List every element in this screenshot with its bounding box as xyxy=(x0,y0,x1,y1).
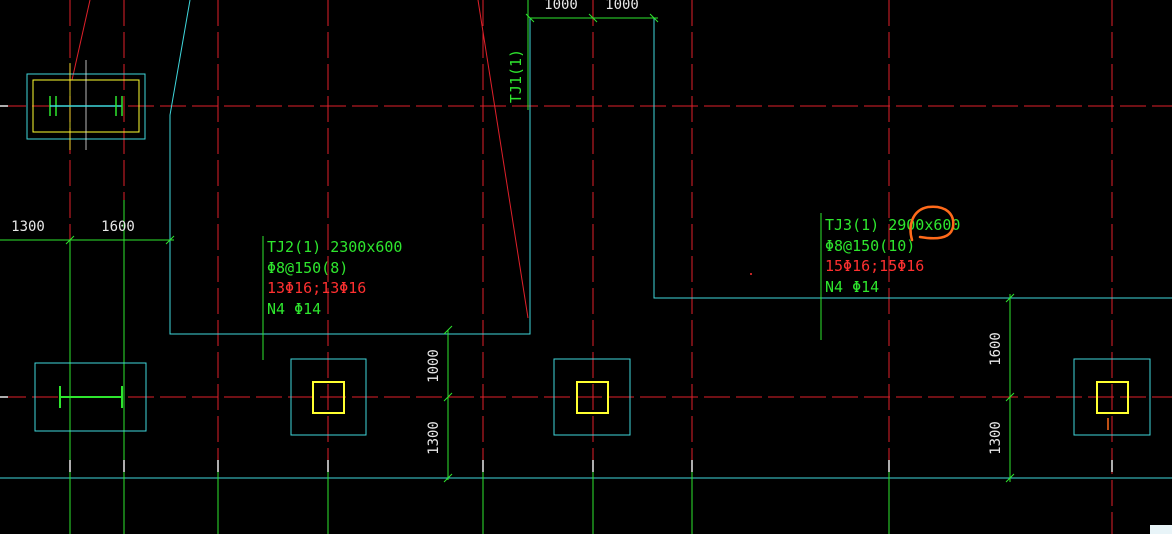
tj2-rebar: 13Φ16;13Φ16 xyxy=(267,279,366,297)
pile-cap-2[interactable] xyxy=(553,358,631,436)
tj3-side: N4 Φ14 xyxy=(825,278,879,296)
white-grid-ticks xyxy=(0,105,1113,472)
dim-tick-left-2 xyxy=(165,235,175,245)
tj1-label[interactable]: TJ1(1) xyxy=(507,49,525,103)
h-section-icon xyxy=(49,96,123,116)
green-grid-lines xyxy=(69,200,890,534)
dim-tick-right-3 xyxy=(1005,473,1015,483)
corner-fragment xyxy=(1150,525,1172,534)
pile-cap-3[interactable] xyxy=(1073,358,1151,436)
pile-cap-1[interactable] xyxy=(290,358,367,436)
stray-point xyxy=(750,273,752,275)
dim-text-mid-upper: 1000 xyxy=(426,349,442,383)
dim-text-top-right: 1000 xyxy=(605,0,639,13)
tj2-name: TJ2(1) 2300x600 xyxy=(267,238,402,256)
slanted-red-line-left xyxy=(71,0,91,81)
slanted-red-line xyxy=(477,0,529,319)
dim-text-left-1: 1300 xyxy=(11,219,45,235)
tj3-rebar: 15Φ16;15Φ16 xyxy=(825,257,924,275)
dim-tick-mid-1 xyxy=(443,325,453,335)
tj3-label-block[interactable]: TJ3(1) 2900x600 Φ8@150(10) 15Φ16;15Φ16 N… xyxy=(825,216,960,296)
dim-tick-mid-2 xyxy=(443,392,453,402)
dimension-lines xyxy=(0,0,1015,483)
dim-tick-right-1 xyxy=(1005,293,1015,303)
tj2-stirrup: Φ8@150(8) xyxy=(267,259,348,277)
steel-column-top-left[interactable] xyxy=(26,60,146,150)
tj2-side: N4 Φ14 xyxy=(267,300,321,318)
pile-cap-outer xyxy=(553,358,631,436)
pile-cap-outer xyxy=(1073,358,1151,436)
dim-text-top-left: 1000 xyxy=(544,0,578,13)
dim-tick-top-1 xyxy=(525,13,535,23)
tj3-outline xyxy=(653,18,1172,299)
steel-column-bottom-left[interactable] xyxy=(34,362,147,432)
dim-tick-mid-3 xyxy=(443,473,453,483)
tj3-stirrup: Φ8@150(10) xyxy=(825,237,915,255)
dim-text-right-upper: 1600 xyxy=(988,332,1004,366)
column-base-outer-2 xyxy=(34,362,147,432)
pile-cap-core xyxy=(1096,381,1129,414)
circle-markup-icon xyxy=(909,205,955,242)
dim-tick-top-3 xyxy=(649,13,659,23)
dim-text-left-2: 1600 xyxy=(101,219,135,235)
pile-cap-outer xyxy=(290,358,367,436)
pile-cap-core xyxy=(576,381,609,414)
tj2-label-block[interactable]: TJ2(1) 2300x600 Φ8@150(8) 13Φ16;13Φ16 N4… xyxy=(267,238,402,318)
h-section-icon-2 xyxy=(59,386,123,408)
dim-text-mid-lower: 1300 xyxy=(426,421,442,455)
tj3-name: TJ3(1) 2900x600 xyxy=(825,216,960,234)
pile-cap-core xyxy=(312,381,345,414)
dim-text-right-lower: 1300 xyxy=(988,421,1004,455)
dim-tick-top-2 xyxy=(588,13,598,23)
dim-tick-right-2 xyxy=(1005,392,1015,402)
